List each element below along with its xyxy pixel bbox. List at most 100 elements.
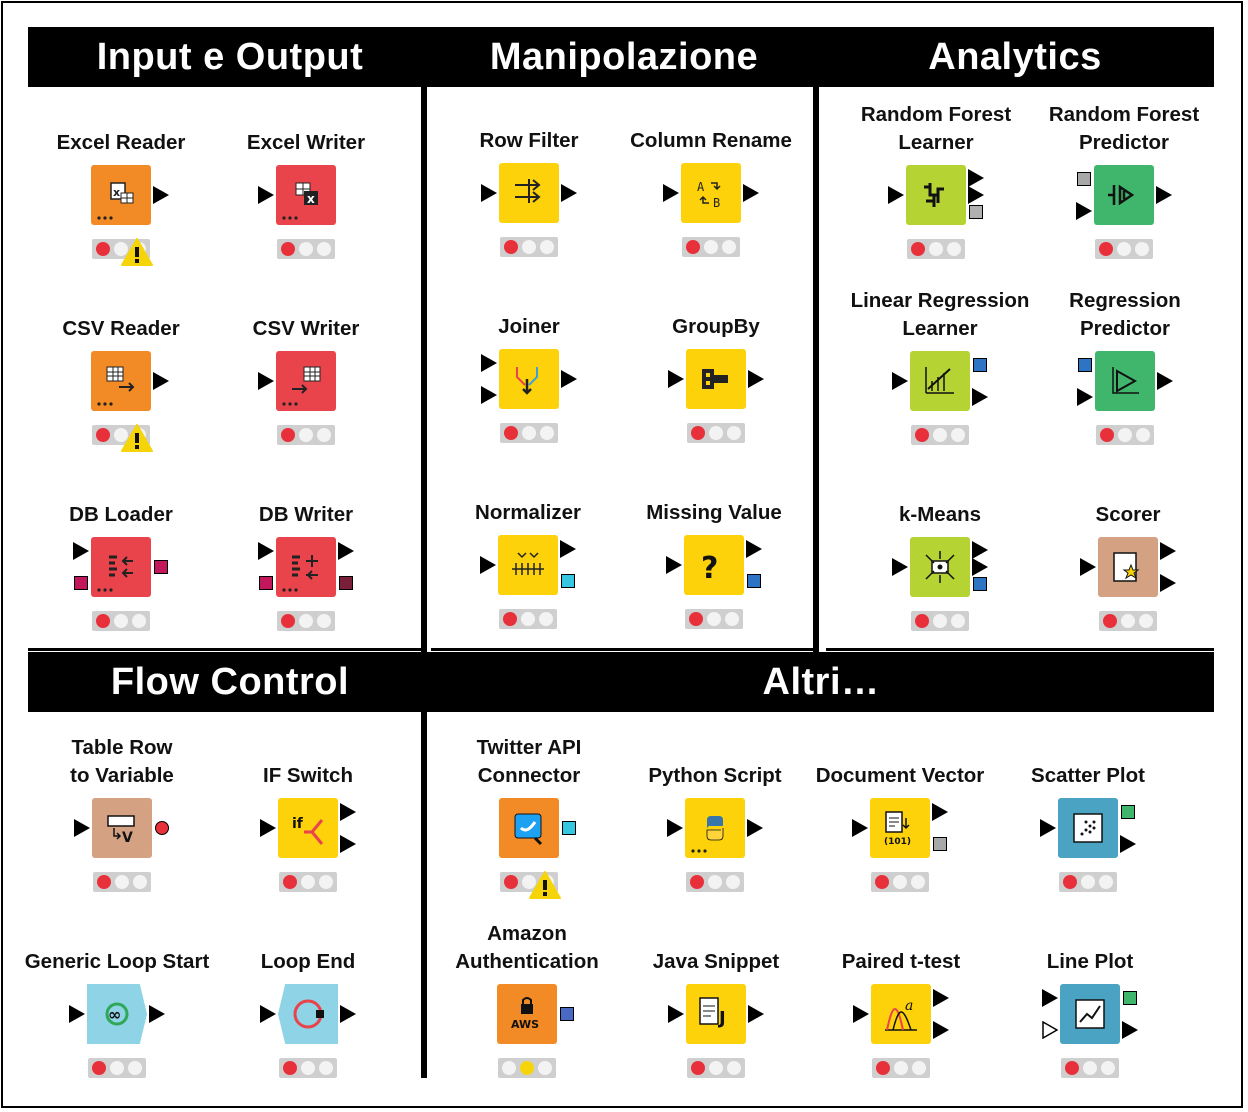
- data-input-port[interactable]: [892, 372, 908, 390]
- data-input-port[interactable]: [1040, 819, 1056, 837]
- data-output-port[interactable]: [1160, 542, 1176, 560]
- data-output-port[interactable]: [746, 540, 762, 558]
- scorer-icon[interactable]: [1098, 537, 1158, 597]
- data-output-port[interactable]: [1120, 835, 1136, 853]
- data-output-port[interactable]: [932, 803, 948, 821]
- model-input-port[interactable]: [259, 576, 273, 590]
- random-forest-predictor-icon[interactable]: [1094, 165, 1154, 225]
- data-input-port[interactable]: [668, 1005, 684, 1023]
- data-input-port[interactable]: [481, 184, 497, 202]
- data-output-port[interactable]: [338, 542, 354, 560]
- missing-value-icon[interactable]: ?: [684, 535, 744, 595]
- data-output-port[interactable]: [933, 1021, 949, 1039]
- node-k-means[interactable]: k-Means: [840, 487, 1040, 637]
- data-output-port[interactable]: [972, 558, 988, 576]
- linear-regression-learner-icon[interactable]: [910, 351, 970, 411]
- data-output-port[interactable]: [933, 989, 949, 1007]
- model-output-port[interactable]: [560, 1007, 574, 1021]
- data-input-port[interactable]: [852, 819, 868, 837]
- model-input-port[interactable]: [1077, 172, 1091, 186]
- data-output-port[interactable]: [153, 372, 169, 390]
- scatter-plot-icon[interactable]: [1058, 798, 1118, 858]
- model-output-port[interactable]: [339, 576, 353, 590]
- data-output-port[interactable]: [149, 1005, 165, 1023]
- model-output-port[interactable]: [562, 821, 576, 835]
- node-generic-loop-start[interactable]: Generic Loop Start∞: [17, 934, 217, 1084]
- node-loop-end[interactable]: Loop End: [208, 934, 408, 1084]
- data-output-port[interactable]: [153, 186, 169, 204]
- data-input-port[interactable]: [1080, 558, 1096, 576]
- data-input-port[interactable]: [258, 372, 274, 390]
- data-input-port[interactable]: [666, 556, 682, 574]
- data-input-port[interactable]: [1076, 202, 1092, 220]
- node-document-vector[interactable]: Document Vector(101): [800, 748, 1000, 898]
- model-output-port[interactable]: [933, 837, 947, 851]
- data-input-port[interactable]: [888, 186, 904, 204]
- model-output-port[interactable]: [973, 358, 987, 372]
- data-input-port[interactable]: [668, 370, 684, 388]
- node-csv-reader[interactable]: CSV Reader: [21, 301, 221, 452]
- k-means-icon[interactable]: [910, 537, 970, 597]
- db-writer-icon[interactable]: [276, 537, 336, 597]
- model-output-port[interactable]: [747, 574, 761, 588]
- data-output-port[interactable]: [1156, 186, 1172, 204]
- data-output-port[interactable]: [561, 370, 577, 388]
- model-output-port[interactable]: [969, 205, 983, 219]
- model-input-port[interactable]: [74, 576, 88, 590]
- db-loader-icon[interactable]: [91, 537, 151, 597]
- paired-t-test-icon[interactable]: a: [871, 984, 931, 1044]
- csv-reader-icon[interactable]: [91, 351, 151, 411]
- data-output-port[interactable]: [968, 169, 984, 187]
- data-output-port[interactable]: [1160, 574, 1176, 592]
- data-input-port[interactable]: [258, 186, 274, 204]
- data-input-port[interactable]: [481, 386, 497, 404]
- data-input-port[interactable]: [260, 1005, 276, 1023]
- node-regression-predictor[interactable]: Regression Predictor: [1025, 289, 1225, 451]
- data-input-port[interactable]: [69, 1005, 85, 1023]
- generic-loop-start-icon[interactable]: ∞: [87, 984, 147, 1044]
- node-row-filter[interactable]: Row Filter: [429, 113, 629, 263]
- data-output-port[interactable]: [561, 184, 577, 202]
- line-plot-icon[interactable]: [1060, 984, 1120, 1044]
- node-groupby[interactable]: GroupBy: [616, 299, 816, 449]
- data-output-port[interactable]: [748, 1005, 764, 1023]
- node-random-forest-predictor[interactable]: Random Forest Predictor: [1024, 103, 1224, 265]
- inactive-input-port[interactable]: [1042, 1020, 1059, 1040]
- node-db-writer[interactable]: DB Writer: [206, 487, 406, 637]
- data-input-port[interactable]: [258, 542, 274, 560]
- data-output-port[interactable]: [340, 835, 356, 853]
- node-twitter[interactable]: Twitter API Connector: [429, 736, 629, 899]
- node-scatter-plot[interactable]: Scatter Plot: [988, 748, 1188, 898]
- data-input-port[interactable]: [481, 354, 497, 372]
- data-input-port[interactable]: [853, 1005, 869, 1023]
- groupby-icon[interactable]: [686, 349, 746, 409]
- data-input-port[interactable]: [74, 819, 90, 837]
- node-db-loader[interactable]: DB Loader: [21, 487, 221, 637]
- model-output-port[interactable]: [1121, 805, 1135, 819]
- csv-writer-icon[interactable]: [276, 351, 336, 411]
- excel-writer-icon[interactable]: x: [276, 165, 336, 225]
- node-linear-regression-learner[interactable]: Linear Regression Learner: [840, 289, 1040, 451]
- data-output-port[interactable]: [972, 541, 988, 559]
- data-input-port[interactable]: [480, 556, 496, 574]
- if-switch-icon[interactable]: if: [278, 798, 338, 858]
- data-output-port[interactable]: [968, 186, 984, 204]
- model-output-port[interactable]: [973, 577, 987, 591]
- data-output-port[interactable]: [748, 370, 764, 388]
- twitter-icon[interactable]: [499, 798, 559, 858]
- java-snippet-icon[interactable]: J: [686, 984, 746, 1044]
- node-normalizer[interactable]: Normalizer: [428, 485, 628, 635]
- data-input-port[interactable]: [260, 819, 276, 837]
- data-input-port[interactable]: [73, 542, 89, 560]
- joiner-icon[interactable]: [499, 349, 559, 409]
- node-random-forest-learner[interactable]: Random Forest Learner: [836, 103, 1036, 265]
- node-line-plot[interactable]: Line Plot: [990, 934, 1190, 1084]
- node-csv-writer[interactable]: CSV Writer: [206, 301, 406, 451]
- data-output-port[interactable]: [972, 388, 988, 406]
- data-output-port[interactable]: [743, 184, 759, 202]
- node-scorer[interactable]: Scorer: [1028, 487, 1228, 637]
